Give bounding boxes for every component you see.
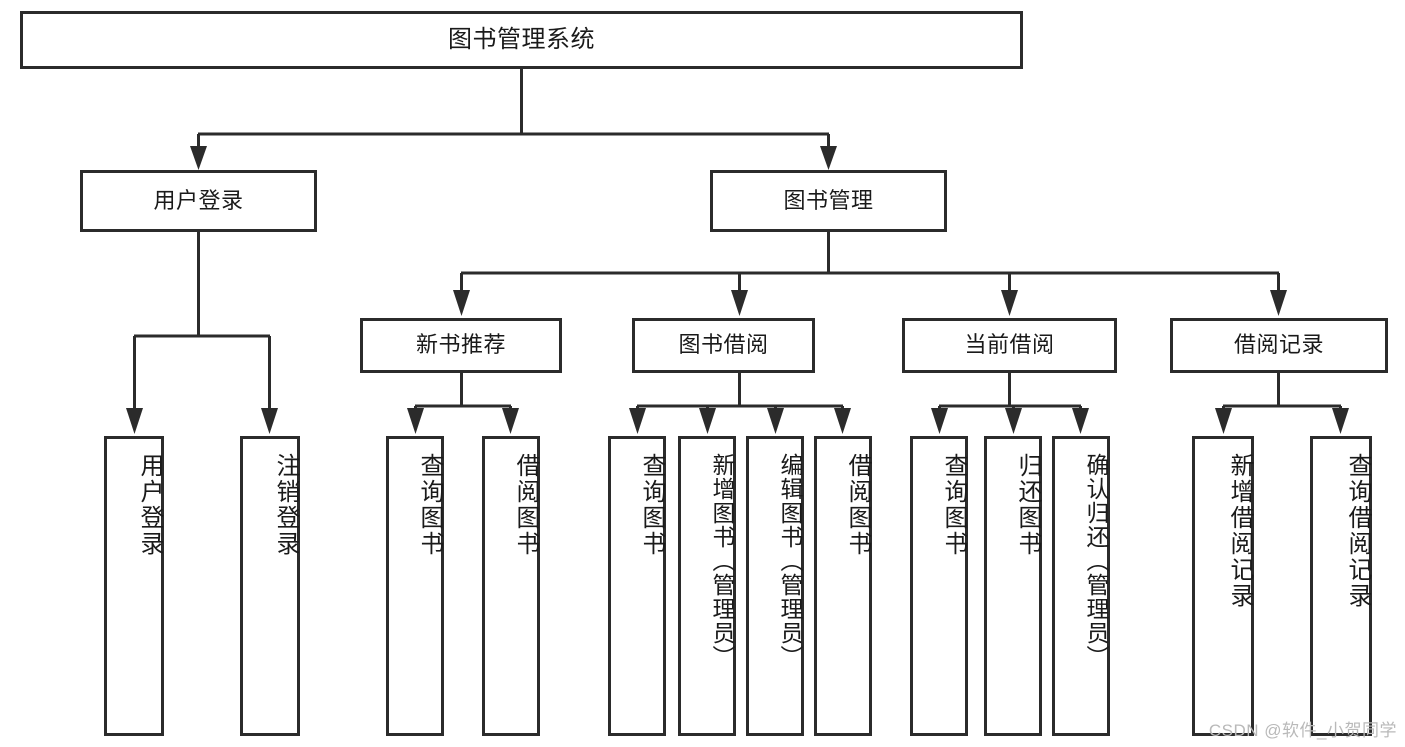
node-leaf-query-book-1[interactable]: 查询图书 [386,436,444,736]
arrow-leaf-edit-book [767,408,784,434]
node-root-title[interactable]: 图书管理系统 [20,11,1023,69]
arrow-leaf-borrow-book-1 [502,408,519,434]
node-leaf-return-book-label: 归还图书 [1014,453,1041,557]
node-leaf-borrow-book-2[interactable]: 借阅图书 [814,436,872,736]
arrow-leaf-add-record [1215,408,1232,434]
arrow-to-book-borrow [731,290,748,316]
node-leaf-logout[interactable]: 注销登录 [240,436,300,736]
node-leaf-add-record-label: 新增借阅记录 [1226,453,1253,609]
node-leaf-query-book-3-label: 查询图书 [940,453,967,557]
node-root-label: 图书管理系统 [448,25,595,53]
node-current-borrow[interactable]: 当前借阅 [902,318,1117,373]
csdn-watermark: CSDN @软件_小贺同学 [1208,721,1397,740]
node-book-manage[interactable]: 图书管理 [710,170,947,232]
arrow-to-current-borrow [1001,290,1018,316]
arrow-to-borrow-record [1270,290,1287,316]
arrow-leaf-logout [261,408,278,434]
node-current-borrow-label: 当前借阅 [964,332,1055,358]
node-new-book-recommend-label: 新书推荐 [415,332,506,358]
node-book-borrow[interactable]: 图书借阅 [632,318,815,373]
node-user-login-label: 用户登录 [153,187,244,213]
node-leaf-add-record[interactable]: 新增借阅记录 [1192,436,1254,736]
arrow-to-user-login [190,146,207,170]
arrow-leaf-add-book [699,408,716,434]
arrow-leaf-confirm-return [1072,408,1089,434]
arrow-to-new-book-recommend [453,290,470,316]
node-user-login[interactable]: 用户登录 [80,170,317,232]
node-leaf-user-login[interactable]: 用户登录 [104,436,164,736]
node-leaf-user-login-label: 用户登录 [136,453,163,557]
node-leaf-borrow-book-1[interactable]: 借阅图书 [482,436,540,736]
node-leaf-logout-label: 注销登录 [272,453,299,557]
arrow-leaf-query-book-2 [629,408,646,434]
node-borrow-record[interactable]: 借阅记录 [1170,318,1388,373]
node-leaf-edit-book[interactable]: 编辑图书（管理员） [746,436,804,736]
node-book-borrow-label: 图书借阅 [678,332,769,358]
node-leaf-add-book[interactable]: 新增图书（管理员） [678,436,736,736]
node-leaf-query-record[interactable]: 查询借阅记录 [1310,436,1372,736]
node-leaf-confirm-return[interactable]: 确认归还（管理员） [1052,436,1110,736]
arrow-leaf-query-book-1 [407,408,424,434]
node-book-manage-label: 图书管理 [783,187,874,213]
arrow-leaf-return-book [1005,408,1022,434]
arrow-leaf-query-record [1332,408,1349,434]
node-leaf-borrow-book-1-label: 借阅图书 [512,453,539,557]
node-leaf-borrow-book-2-label: 借阅图书 [844,453,871,557]
arrow-leaf-borrow-book-2 [834,408,851,434]
node-leaf-query-record-label: 查询借阅记录 [1344,453,1371,609]
arrow-leaf-query-book-3 [931,408,948,434]
arrow-leaf-user-login [126,408,143,434]
node-leaf-confirm-return-label: 确认归还（管理员） [1083,453,1109,669]
node-leaf-query-book-2[interactable]: 查询图书 [608,436,666,736]
node-leaf-edit-book-label: 编辑图书（管理员） [777,453,803,669]
node-leaf-return-book[interactable]: 归还图书 [984,436,1042,736]
arrow-to-book-manage [820,146,837,170]
node-leaf-query-book-1-label: 查询图书 [416,453,443,557]
node-leaf-add-book-label: 新增图书（管理员） [709,453,735,669]
node-borrow-record-label: 借阅记录 [1233,332,1324,358]
node-new-book-recommend[interactable]: 新书推荐 [360,318,562,373]
node-leaf-query-book-2-label: 查询图书 [638,453,665,557]
node-leaf-query-book-3[interactable]: 查询图书 [910,436,968,736]
